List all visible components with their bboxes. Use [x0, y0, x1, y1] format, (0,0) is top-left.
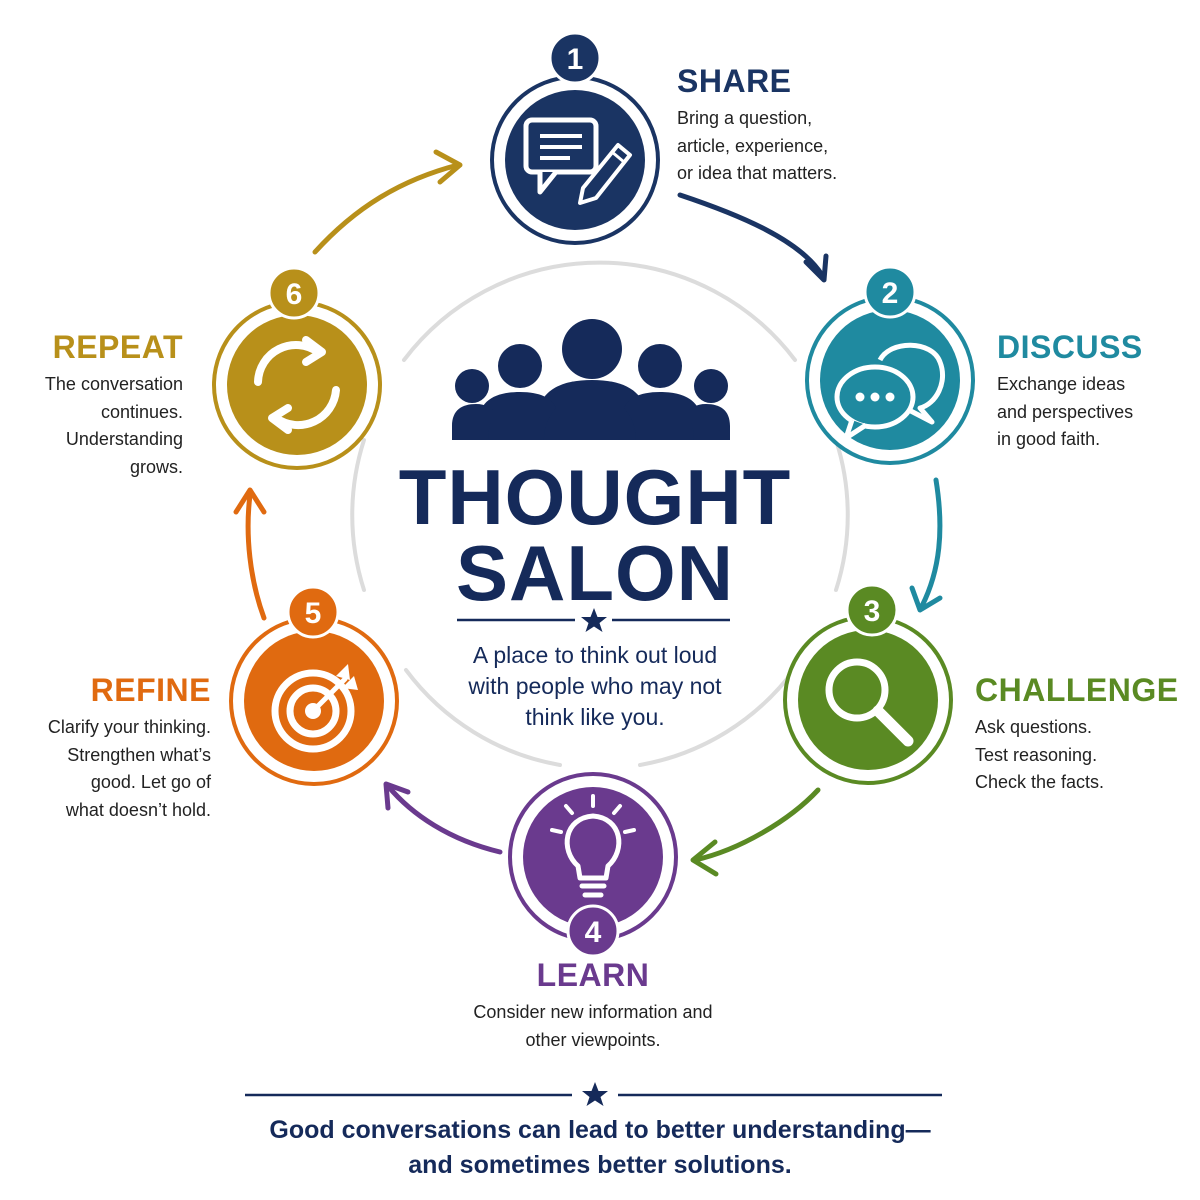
title-divider [457, 608, 730, 632]
step-5-node [229, 585, 399, 786]
step-1-label: SHARE [677, 63, 792, 99]
step-5-description: Clarify your thinking. Strengthen what’s… [47, 717, 211, 820]
step-5-label: REFINE [90, 672, 211, 708]
step-3-node [783, 583, 953, 785]
star-icon [582, 1082, 608, 1106]
title-line-1: THOUGHT [398, 453, 792, 541]
step-number: 4 [585, 916, 602, 949]
center-ring [350, 260, 850, 767]
people-group-icon [452, 319, 730, 440]
step-2-description: Exchange ideas and perspectives in good … [997, 374, 1134, 449]
step-6-description: The conversation continues. Understandin… [44, 374, 183, 477]
step-4-node [508, 772, 678, 958]
footer-divider [245, 1082, 942, 1106]
step-number: 6 [286, 278, 303, 311]
arrow-discuss-to-challenge [919, 477, 943, 609]
step-6-node [212, 266, 382, 470]
lightbulb-icon [550, 794, 636, 898]
tagline: A place to think out loud with people wh… [468, 642, 722, 730]
target-icon [271, 664, 358, 753]
step-number: 1 [567, 43, 584, 76]
step-1-node [490, 31, 660, 245]
step-4-label: LEARN [536, 957, 650, 993]
chat-pencil-icon [523, 117, 632, 205]
step-6-label: REPEAT [52, 329, 183, 365]
step-2-label: DISCUSS [997, 329, 1143, 365]
title-line-2: SALON [456, 529, 734, 617]
arrow-refine-to-repeat [245, 492, 267, 621]
step-4-description: Consider new information and other viewp… [473, 1002, 713, 1050]
arrow-repeat-to-share [312, 162, 461, 255]
step-1-description: Bring a question, article, experience, o… [677, 108, 838, 183]
step-3-label: CHALLENGE [975, 672, 1179, 708]
cycle-arrows [233, 149, 943, 877]
magnifier-icon [825, 658, 914, 747]
step-2-node [805, 265, 975, 465]
speech-bubbles-icon [834, 342, 945, 441]
step-number: 3 [864, 595, 881, 628]
step-number: 2 [882, 277, 899, 310]
footer-message: Good conversations can lead to better un… [269, 1116, 931, 1179]
arrow-learn-to-refine [385, 783, 503, 855]
star-icon [581, 608, 607, 632]
arrow-share-to-discuss [677, 192, 825, 278]
cycle-arrows-icon [254, 336, 340, 434]
arrow-challenge-to-learn [692, 787, 821, 863]
step-number: 5 [305, 597, 322, 630]
step-3-description: Ask questions. Test reasoning. Check the… [975, 717, 1105, 792]
